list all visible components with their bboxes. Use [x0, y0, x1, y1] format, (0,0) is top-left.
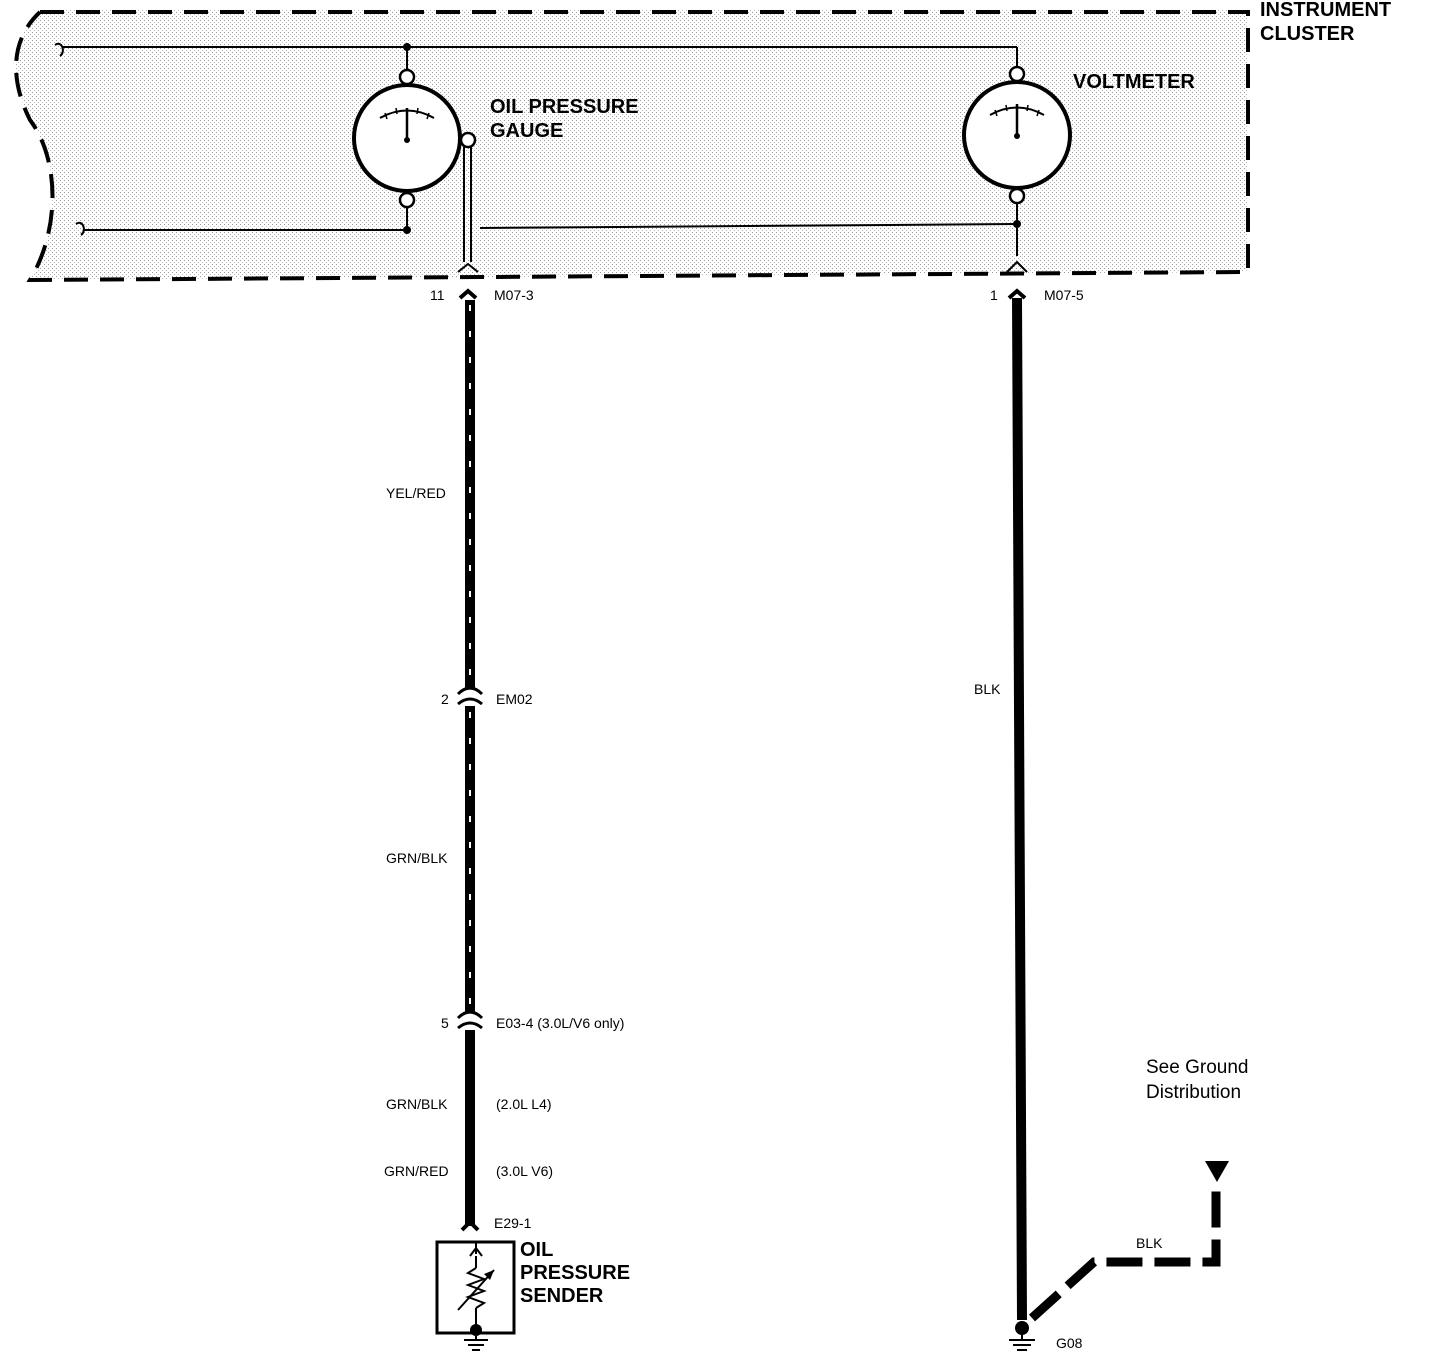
ground-distribution-arrow — [1205, 1161, 1229, 1182]
instrument-cluster — [14, 10, 1250, 283]
oil-gauge-label-line1: OIL PRESSURE — [490, 96, 639, 118]
m07-3-pin: 11 — [430, 287, 445, 303]
connector-m07-3 — [457, 262, 479, 300]
e03-4-name: E03-4 (3.0L/V6 only) — [496, 1015, 624, 1031]
oil-pressure-gauge — [352, 68, 477, 262]
wire-color-yel-red: YEL/RED — [386, 485, 446, 501]
voltmeter-label: VOLTMETER — [1073, 71, 1195, 93]
see-ground-distribution-line2: Distribution — [1146, 1082, 1241, 1103]
voltmeter-gauge — [962, 65, 1072, 205]
m07-5-pin: 1 — [990, 287, 998, 303]
e29-1-name: E29-1 — [494, 1215, 532, 1231]
sender-label-line1: OIL — [520, 1239, 553, 1261]
cluster-internal-wires — [54, 42, 1018, 256]
splice-dot — [1013, 220, 1021, 228]
ground-distribution-wire — [1028, 1180, 1221, 1322]
e03-4-pin: 5 — [441, 1015, 449, 1031]
sender-label-line2: PRESSURE — [520, 1262, 630, 1284]
em02-pin: 2 — [441, 691, 449, 707]
connector-e29-1 — [460, 1219, 480, 1232]
oil-pressure-sender — [435, 1240, 516, 1351]
em02-name: EM02 — [496, 691, 533, 707]
connector-e03-4 — [456, 1010, 484, 1030]
voltmeter-ground-wire — [1012, 297, 1027, 1321]
see-ground-distribution-line1: See Ground — [1146, 1057, 1248, 1078]
m07-5-name: M07-5 — [1044, 287, 1084, 303]
cluster-label-line2: CLUSTER — [1260, 23, 1355, 45]
cluster-label-line1: INSTRUMENT — [1260, 0, 1391, 21]
splice-dot — [403, 43, 411, 51]
wire-color-grn-blk: GRN/BLK — [386, 850, 448, 866]
ground-g08 — [1009, 1321, 1035, 1351]
wire-note-3-0l: (3.0L V6) — [496, 1163, 553, 1179]
sender-label-line3: SENDER — [520, 1285, 604, 1307]
wire-color-grn-blk-2: GRN/BLK — [386, 1096, 448, 1112]
wire-color-blk: BLK — [974, 681, 1001, 697]
oil-gauge-label-line2: GAUGE — [490, 120, 563, 142]
connector-em02 — [456, 686, 484, 706]
wire-color-blk-2: BLK — [1136, 1235, 1163, 1251]
splice-dot — [403, 226, 411, 234]
ground-name: G08 — [1056, 1335, 1083, 1351]
cluster-boundary — [14, 10, 1250, 283]
wire-note-2-0l: (2.0L L4) — [496, 1096, 552, 1112]
connector-m07-5 — [1006, 260, 1028, 300]
m07-3-name: M07-3 — [494, 287, 534, 303]
wire-color-grn-red: GRN/RED — [384, 1163, 449, 1179]
